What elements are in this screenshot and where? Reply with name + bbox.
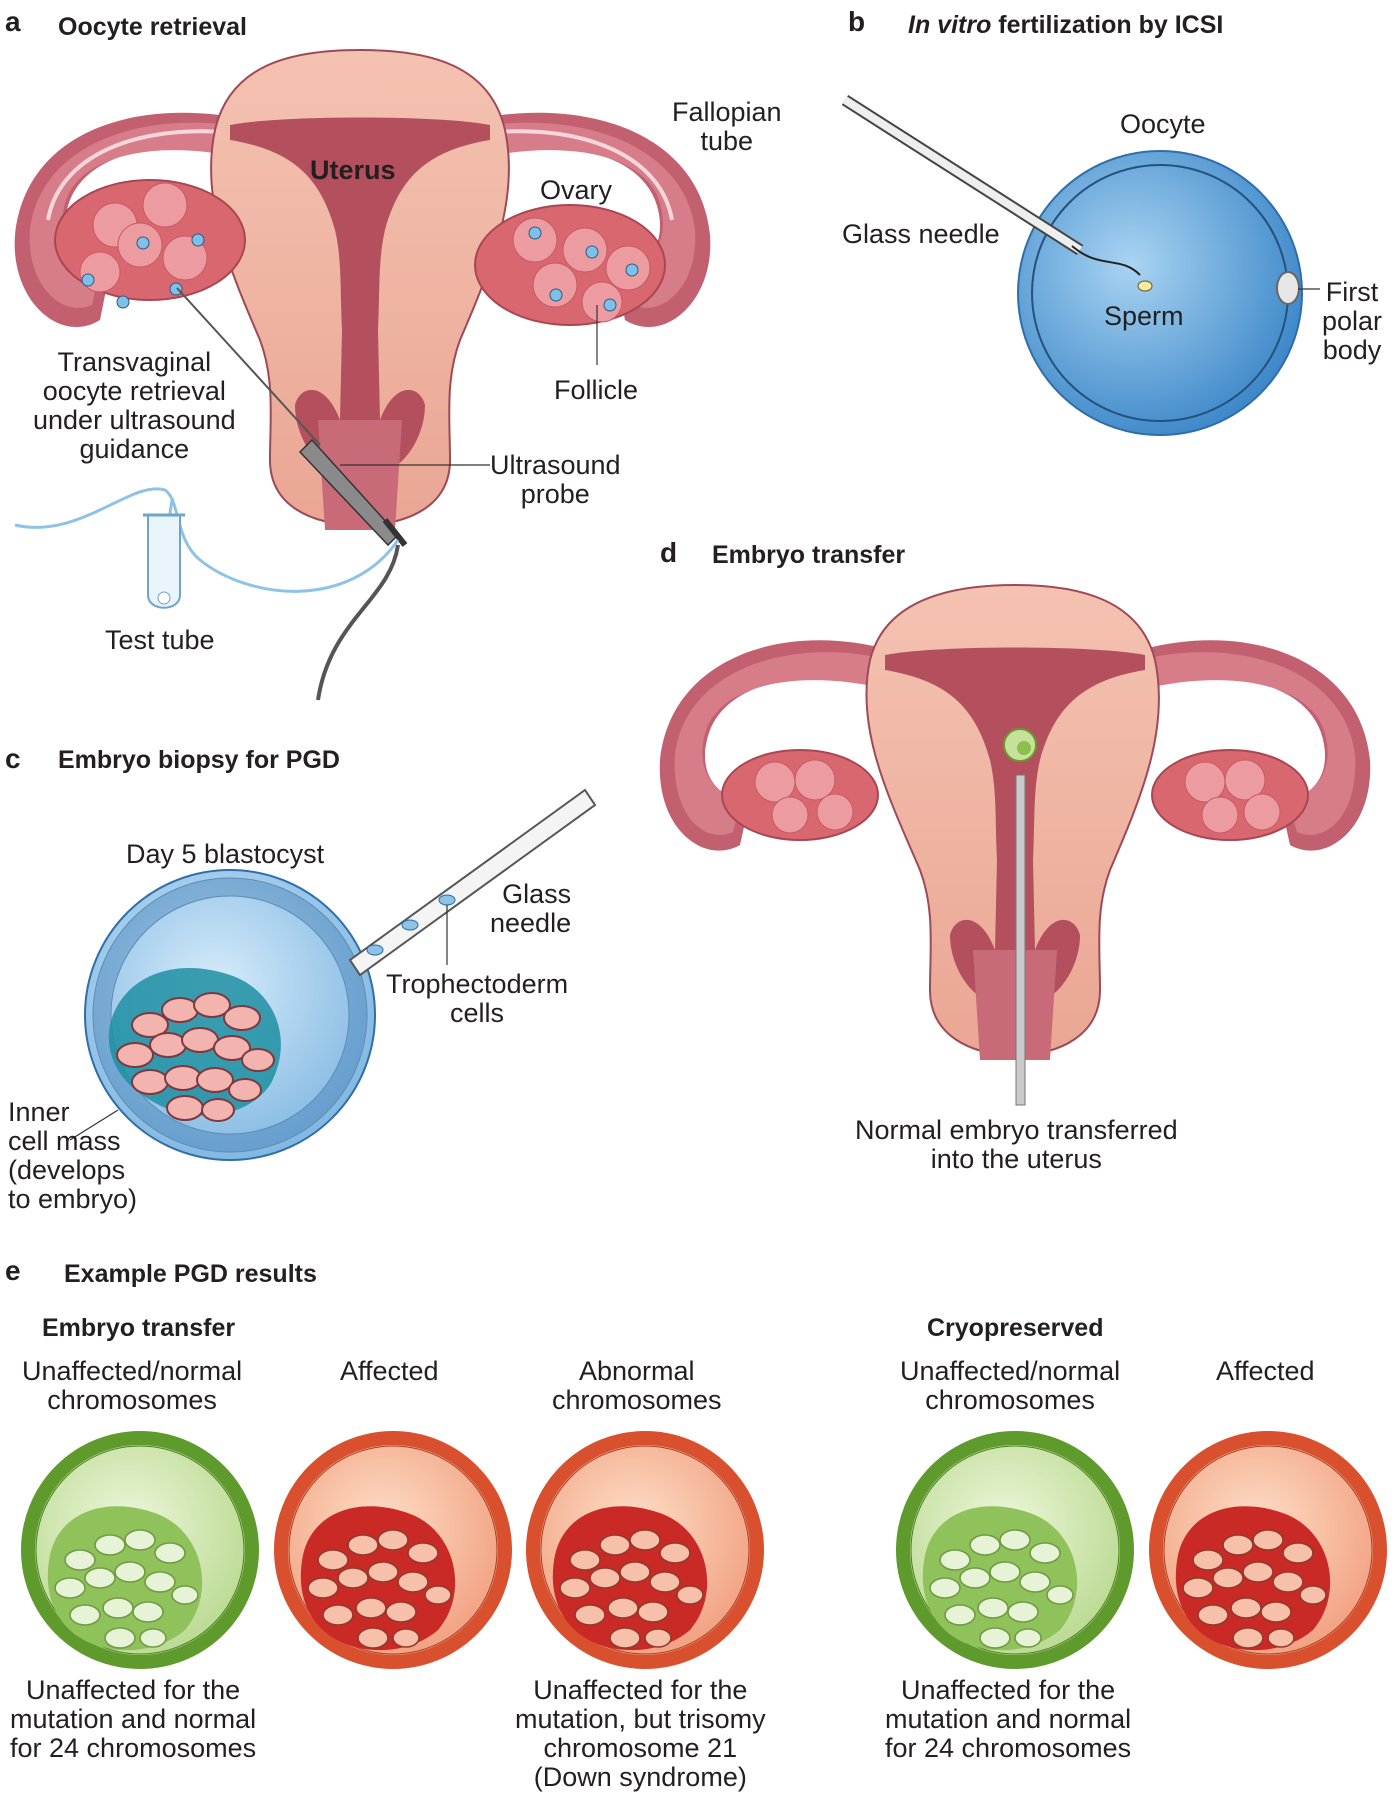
oocyte-label: Oocyte (1120, 109, 1206, 139)
polar-body-line: First (1325, 277, 1379, 307)
panel-b-title-italic: In vitro (908, 11, 992, 39)
transvaginal-label: Transvaginal oocyte retrieval under ultr… (33, 348, 236, 464)
embryo-caption-line: mutation and normal (885, 1704, 1132, 1734)
glass-needle-line: Glass (502, 879, 572, 909)
uterus-d (659, 583, 1371, 1106)
embryo-caption-line: Unaffected for the (533, 1675, 748, 1705)
blastocyst-label: Day 5 blastocyst (126, 839, 325, 869)
trophectoderm-line: Trophectoderm (386, 969, 569, 999)
transfer-caption: Normal embryo transferred into the uteru… (855, 1116, 1178, 1174)
fallopian-label: Fallopian tube (672, 98, 782, 156)
test-tube-label: Test tube (105, 625, 215, 655)
group-cryopreserved: Cryopreserved (927, 1314, 1104, 1342)
trophectoderm-label: Trophectoderm cells (386, 970, 568, 1028)
glass-needle-label-c: Glass needle (490, 880, 571, 938)
polar-body-label: First polar body (1322, 278, 1382, 365)
embryo-normal-2 (896, 1431, 1134, 1669)
fallopian-label-line: Fallopian (672, 97, 782, 127)
panel-d-letter: d (660, 537, 678, 568)
embryo-caption-line: chromosome 21 (543, 1733, 738, 1763)
left-ovary (54, 179, 246, 309)
embryo-caption-line: (Down syndrome) (533, 1762, 747, 1792)
uterus-a (14, 48, 711, 701)
embryo-caption-3: Unaffected for the mutation, but trisomy… (515, 1676, 766, 1792)
embryo-header-2: Affected (340, 1357, 439, 1386)
glass-needle-line: needle (490, 908, 572, 938)
panel-c-title: Embryo biopsy for PGD (58, 746, 340, 774)
transvaginal-line: Transvaginal (57, 347, 212, 377)
embryo-caption-line: mutation and normal (10, 1704, 257, 1734)
embryo-header-line: Unaffected/normal (22, 1356, 243, 1386)
embryo-header-4: Unaffected/normal chromosomes (900, 1357, 1120, 1415)
follicle-label: Follicle (554, 375, 639, 405)
embryo-header-3: Abnormal chromosomes (552, 1357, 722, 1415)
embryo-abnormal (526, 1431, 764, 1669)
embryo-header-5: Affected (1216, 1357, 1315, 1386)
embryo-affected-1 (274, 1431, 512, 1669)
fallopian-label-line: tube (700, 126, 754, 156)
embryo-caption-line: for 24 chromosomes (10, 1733, 257, 1763)
panel-b-letter: b (848, 6, 866, 37)
embryo-header-line: chromosomes (47, 1385, 217, 1415)
embryo-caption-line: Unaffected for the (900, 1675, 1116, 1705)
transvaginal-line: under ultrasound (33, 405, 236, 435)
icm-line: (develops (8, 1155, 126, 1185)
sperm-label: Sperm (1104, 301, 1184, 331)
inner-cell-mass-label: Inner cell mass (develops to embryo) (8, 1098, 137, 1214)
ovary-label: Ovary (540, 175, 613, 205)
embryo-caption-line: Unaffected for the (25, 1675, 241, 1705)
embryo-header-line: Unaffected/normal (900, 1356, 1121, 1386)
ultrasound-probe-label: Ultrasound probe (490, 451, 621, 509)
icm-line: Inner (8, 1097, 70, 1127)
group-embryo-transfer: Embryo transfer (42, 1314, 236, 1342)
uterus-label: Uterus (310, 155, 396, 185)
trophectoderm-line: cells (450, 998, 505, 1028)
embryo-header-line: Abnormal (579, 1356, 695, 1386)
embryo-header-line: chromosomes (925, 1385, 1095, 1415)
panel-d-title: Embryo transfer (712, 541, 906, 569)
transvaginal-line: guidance (79, 434, 190, 464)
embryo-header-1: Unaffected/normal chromosomes (22, 1357, 242, 1415)
right-ovary (474, 204, 666, 326)
test-tube (143, 513, 185, 609)
embryo-caption-line: for 24 chromosomes (885, 1733, 1132, 1763)
probe-line: probe (520, 479, 590, 509)
icm-line: to embryo) (8, 1184, 138, 1214)
embryo-caption-4: Unaffected for the mutation and normal f… (885, 1676, 1131, 1763)
blastocyst-c (69, 788, 597, 1161)
polar-body-line: polar (1322, 306, 1383, 336)
panel-a-title: Oocyte retrieval (58, 13, 247, 41)
embryo-affected-2 (1149, 1431, 1387, 1669)
panel-b-title-rest: fertilization by ICSI (991, 11, 1224, 39)
panel-a-letter: a (5, 6, 21, 37)
glass-needle-label-b: Glass needle (842, 219, 1000, 249)
embryo-normal-1 (21, 1431, 259, 1669)
embryo-header-line: Affected (1216, 1356, 1315, 1386)
icm-line: cell mass (8, 1126, 121, 1156)
embryo-header-line: chromosomes (552, 1385, 722, 1415)
panel-b-title: In vitro fertilization by ICSI (908, 11, 1223, 40)
transfer-caption-line: Normal embryo transferred (855, 1115, 1178, 1145)
transvaginal-line: oocyte retrieval (42, 376, 226, 406)
transfer-caption-line: into the uterus (930, 1144, 1102, 1174)
panel-c-letter: c (5, 743, 21, 774)
oocyte-b (841, 94, 1320, 436)
panel-e-letter: e (5, 1255, 21, 1286)
probe-line: Ultrasound (490, 450, 621, 480)
embryo-caption-line: mutation, but trisomy (515, 1704, 766, 1734)
embryo-header-line: Affected (340, 1356, 439, 1386)
embryo-caption-1: Unaffected for the mutation and normal f… (10, 1676, 256, 1763)
polar-body-line: body (1322, 335, 1382, 365)
panel-e-title: Example PGD results (64, 1260, 317, 1288)
